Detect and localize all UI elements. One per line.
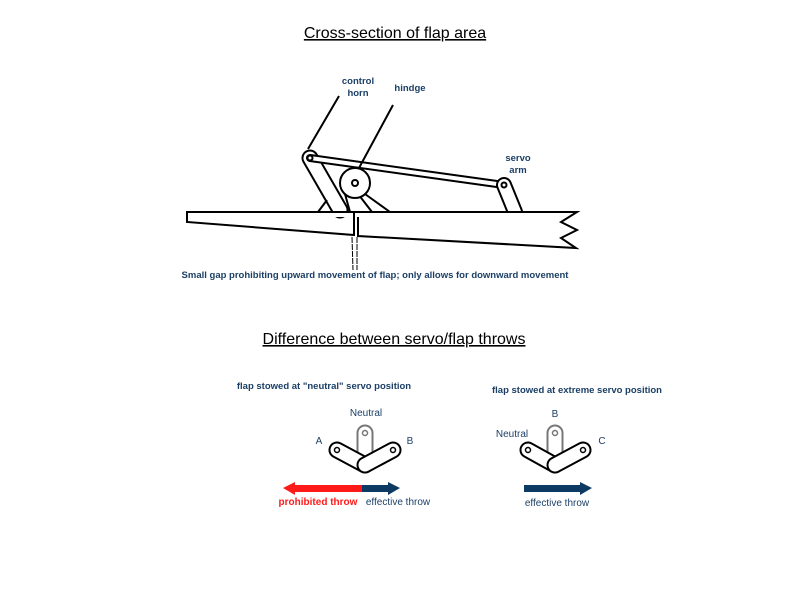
wing-surface bbox=[357, 211, 581, 250]
right-caption: flap stowed at extreme servo position bbox=[492, 385, 662, 396]
left-throw-arrows bbox=[283, 482, 400, 495]
left-label-neutral: Neutral bbox=[350, 408, 382, 419]
right-label-b: B bbox=[552, 409, 559, 420]
right-effective-throw-arrow bbox=[524, 482, 592, 495]
gap-indicator bbox=[351, 236, 358, 271]
hinge bbox=[339, 167, 391, 213]
hinge-leader bbox=[358, 104, 394, 169]
cross-section-title: Cross-section of flap area bbox=[304, 25, 486, 42]
control-horn-label: control bbox=[342, 76, 374, 87]
left-effective-throw-label: effective throw bbox=[366, 497, 431, 508]
throws-title: Difference between servo/flap throws bbox=[263, 331, 526, 348]
hinge-label: hindge bbox=[394, 83, 425, 94]
prohibited-throw-arrow bbox=[283, 482, 362, 495]
pushrod bbox=[306, 154, 508, 189]
control-horn-label-2: horn bbox=[347, 88, 368, 99]
gap-caption: Small gap prohibiting upward movement of… bbox=[182, 270, 570, 281]
left-label-b: B bbox=[407, 436, 414, 447]
effective-throw-arrow bbox=[362, 482, 400, 495]
control-horn bbox=[300, 149, 360, 219]
servo-arm-label-2: arm bbox=[509, 165, 526, 176]
prohibited-throw-label: prohibited throw bbox=[279, 497, 358, 508]
control-horn-leader bbox=[307, 95, 340, 150]
right-label-neutral: Neutral bbox=[496, 429, 528, 440]
wing-cross-section bbox=[186, 95, 581, 271]
servo-horn-extreme bbox=[519, 424, 592, 474]
left-caption: flap stowed at "neutral" servo position bbox=[237, 381, 411, 392]
servo-arm-label: servo bbox=[505, 153, 531, 164]
servo-arm bbox=[353, 177, 535, 235]
right-effective-throw-label: effective throw bbox=[525, 498, 590, 509]
right-label-c: C bbox=[598, 436, 605, 447]
servo-horn-neutral bbox=[328, 424, 402, 474]
left-label-a: A bbox=[316, 436, 323, 447]
